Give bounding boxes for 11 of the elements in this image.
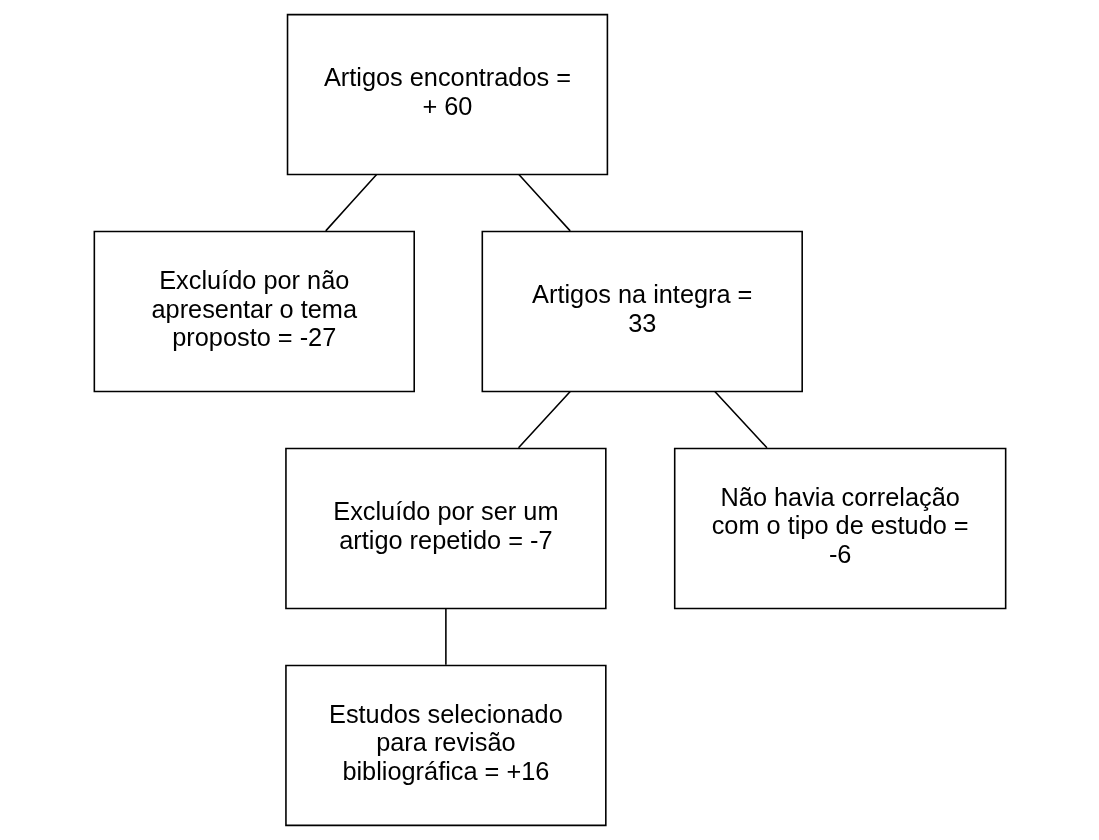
node-box: Excluído por não apresentar o tema proposto = -27 — [93, 230, 415, 393]
node-box: Artigos na integra = 33 — [481, 230, 803, 393]
connector — [517, 173, 571, 232]
node-box: Excluído por ser um artigo repetido = -7 — [284, 447, 607, 610]
node-box: Não havia correlação com o tipo de estudo = -6 — [673, 447, 1006, 610]
connector — [517, 390, 571, 449]
connector — [324, 173, 377, 232]
node-box: Artigos encontrados = + 60 — [286, 13, 608, 176]
node-box: Estudos selecionado para revisão bibliográfica = +16 — [284, 664, 607, 827]
connector — [713, 390, 768, 449]
connector — [444, 607, 447, 666]
